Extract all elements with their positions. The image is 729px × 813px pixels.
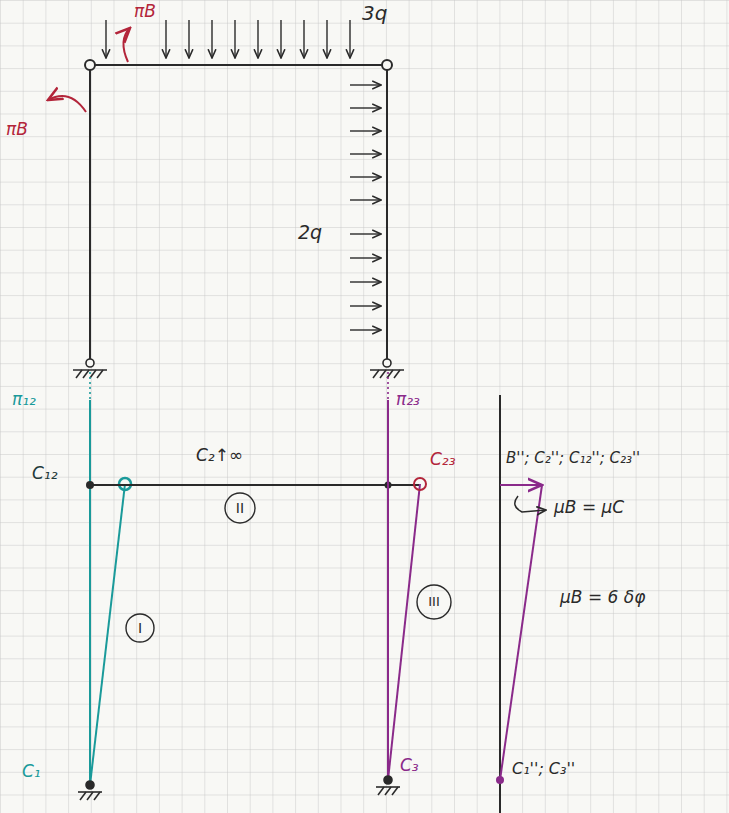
equation: μB = μC: [554, 498, 624, 518]
pole-label: π₁₂: [12, 390, 36, 410]
pole-label: π₂₃: [396, 390, 420, 410]
mechanism-body-III: [388, 372, 426, 780]
frame: [85, 60, 392, 360]
body-number: I: [138, 620, 142, 636]
displacement-label: C₁''; C₃'': [512, 760, 575, 778]
pole-label: C₂↑∞: [196, 446, 243, 466]
load-value: 3q: [362, 2, 387, 25]
body-number-circles: [126, 493, 451, 642]
pin-support: [73, 359, 404, 378]
fixed-point-support: [78, 776, 400, 800]
body-number: II: [236, 500, 244, 516]
equation: μB = 6 δφ: [560, 588, 645, 608]
pole-label: C₃: [400, 756, 419, 776]
moment-label: πB: [134, 2, 156, 22]
column-load-arrows: [350, 85, 381, 330]
load-value: 2q: [298, 222, 322, 244]
moment-label: πB: [6, 120, 28, 140]
mechanism-body-II: [86, 481, 420, 489]
pole-label: C₁: [22, 762, 41, 782]
body-number: III: [428, 595, 440, 610]
pole-label: C₂₃: [430, 450, 456, 470]
beam-load-arrows: [106, 20, 350, 58]
displacement-label: B''; C₂''; C₁₂''; C₂₃'': [506, 450, 640, 467]
mechanism-body-I: [90, 372, 131, 785]
moment-arrows: [48, 28, 130, 112]
pole-label: C₁₂: [32, 464, 58, 484]
